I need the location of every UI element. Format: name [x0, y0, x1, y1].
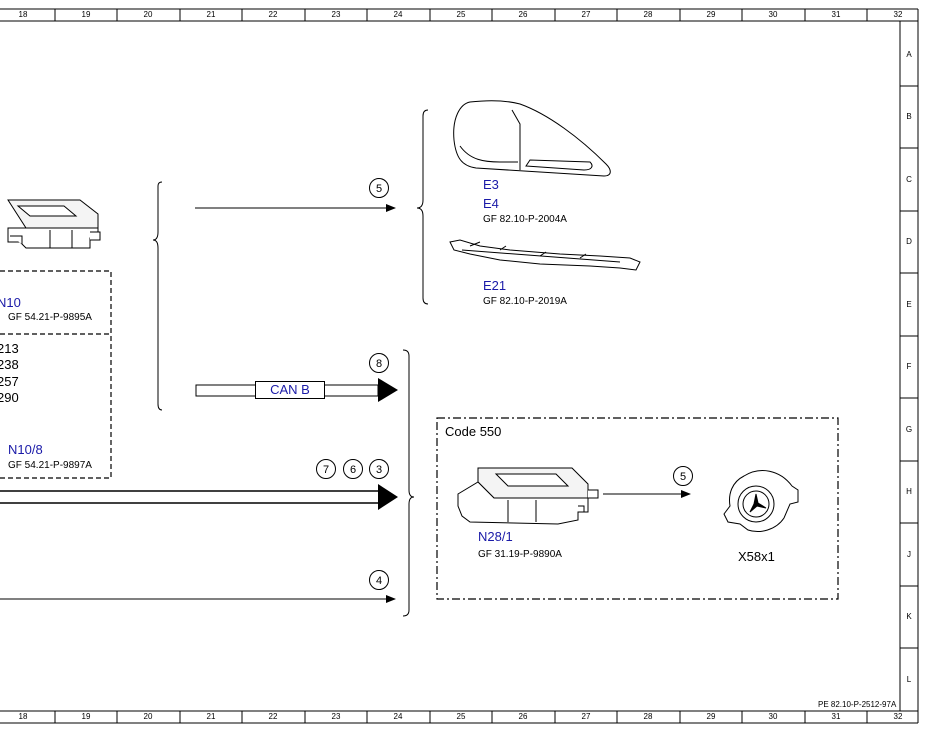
column-label: 31 [831, 10, 841, 19]
module-n28-label: N28/1 [478, 529, 513, 544]
column-label: 28 [643, 712, 653, 721]
row-label: D [906, 237, 912, 246]
column-label: 28 [643, 10, 653, 19]
module-n10-label: N10 [0, 295, 21, 310]
column-label: 21 [206, 10, 216, 19]
module-n10-8-ref: GF 54.21-P-9897A [8, 460, 92, 471]
row-label: C [906, 175, 912, 184]
badge-can-arrow: 8 [369, 353, 389, 373]
column-label: 19 [81, 10, 91, 19]
frame [0, 8, 919, 724]
row-label: A [906, 50, 912, 59]
code-label: 257 [0, 374, 19, 389]
control-unit-n10-drawing [7, 199, 101, 249]
row-label: H [906, 487, 912, 496]
brake-lamp-ref: GF 82.10-P-2019A [483, 296, 567, 307]
column-label: 31 [831, 712, 841, 721]
taillamp-ref: GF 82.10-P-2004A [483, 214, 567, 225]
column-label: 32 [893, 10, 903, 19]
column-label: 22 [268, 712, 278, 721]
column-label: 18 [18, 10, 28, 19]
left-brace [152, 181, 163, 411]
column-label: 26 [518, 10, 528, 19]
column-label: 20 [143, 712, 153, 721]
row-label: B [906, 112, 912, 121]
tail-lamp-drawing [453, 100, 611, 177]
column-label: 25 [456, 10, 466, 19]
right-brace-lower [402, 349, 415, 617]
column-label: 32 [893, 712, 903, 721]
column-label: 29 [706, 10, 716, 19]
column-label: 19 [81, 712, 91, 721]
column-label: 24 [393, 10, 403, 19]
column-label: 29 [706, 712, 716, 721]
badge-bottom-arrow: 4 [369, 570, 389, 590]
row-label: L [906, 675, 912, 684]
column-label: 18 [18, 712, 28, 721]
code-label: 213 [0, 341, 19, 356]
badge-main-arrow: 7 [316, 459, 336, 479]
column-label: 21 [206, 712, 216, 721]
lamp-id-e3: E3 [483, 177, 499, 192]
column-label: 20 [143, 10, 153, 19]
brake-lamp-drawing [449, 239, 641, 271]
main-arrow [0, 484, 398, 510]
column-label: 24 [393, 712, 403, 721]
column-label: 27 [581, 712, 591, 721]
column-label: 23 [331, 10, 341, 19]
module-n10-8-label: N10/8 [8, 442, 43, 457]
column-label: 27 [581, 10, 591, 19]
module-n10-ref: GF 54.21-P-9895A [8, 312, 92, 323]
code-label: 238 [0, 357, 19, 372]
column-label: 26 [518, 712, 528, 721]
module-n28-ref: GF 31.19-P-9890A [478, 549, 562, 560]
left-module-boxes [0, 270, 112, 479]
code-550-box [436, 417, 839, 600]
code-label: 290 [0, 390, 19, 405]
badge-top-arrow: 5 [369, 178, 389, 198]
row-label: G [905, 425, 913, 434]
socket-label: X58x1 [738, 549, 775, 564]
row-label: K [906, 612, 912, 621]
row-label: F [906, 362, 912, 371]
code-box-title: Code 550 [445, 424, 502, 439]
document-reference: PE 82.10-P-2512-97A [818, 700, 897, 709]
lamp-id-e4: E4 [483, 196, 499, 211]
column-label: 30 [768, 712, 778, 721]
badge-main-arrow: 6 [343, 459, 363, 479]
column-label: 30 [768, 10, 778, 19]
module-n28-drawing [457, 467, 599, 525]
badge-code-box-arrow: 5 [673, 466, 693, 486]
row-label: E [906, 300, 912, 309]
lamp-id-e21: E21 [483, 278, 507, 293]
column-label: 25 [456, 712, 466, 721]
badge-main-arrow: 3 [369, 459, 389, 479]
lamp-brace [416, 109, 429, 305]
column-label: 22 [268, 10, 278, 19]
row-label: J [907, 550, 911, 559]
socket-x58x1-drawing [723, 470, 799, 532]
column-label: 23 [331, 712, 341, 721]
can-bus-label: CAN B [255, 381, 325, 399]
